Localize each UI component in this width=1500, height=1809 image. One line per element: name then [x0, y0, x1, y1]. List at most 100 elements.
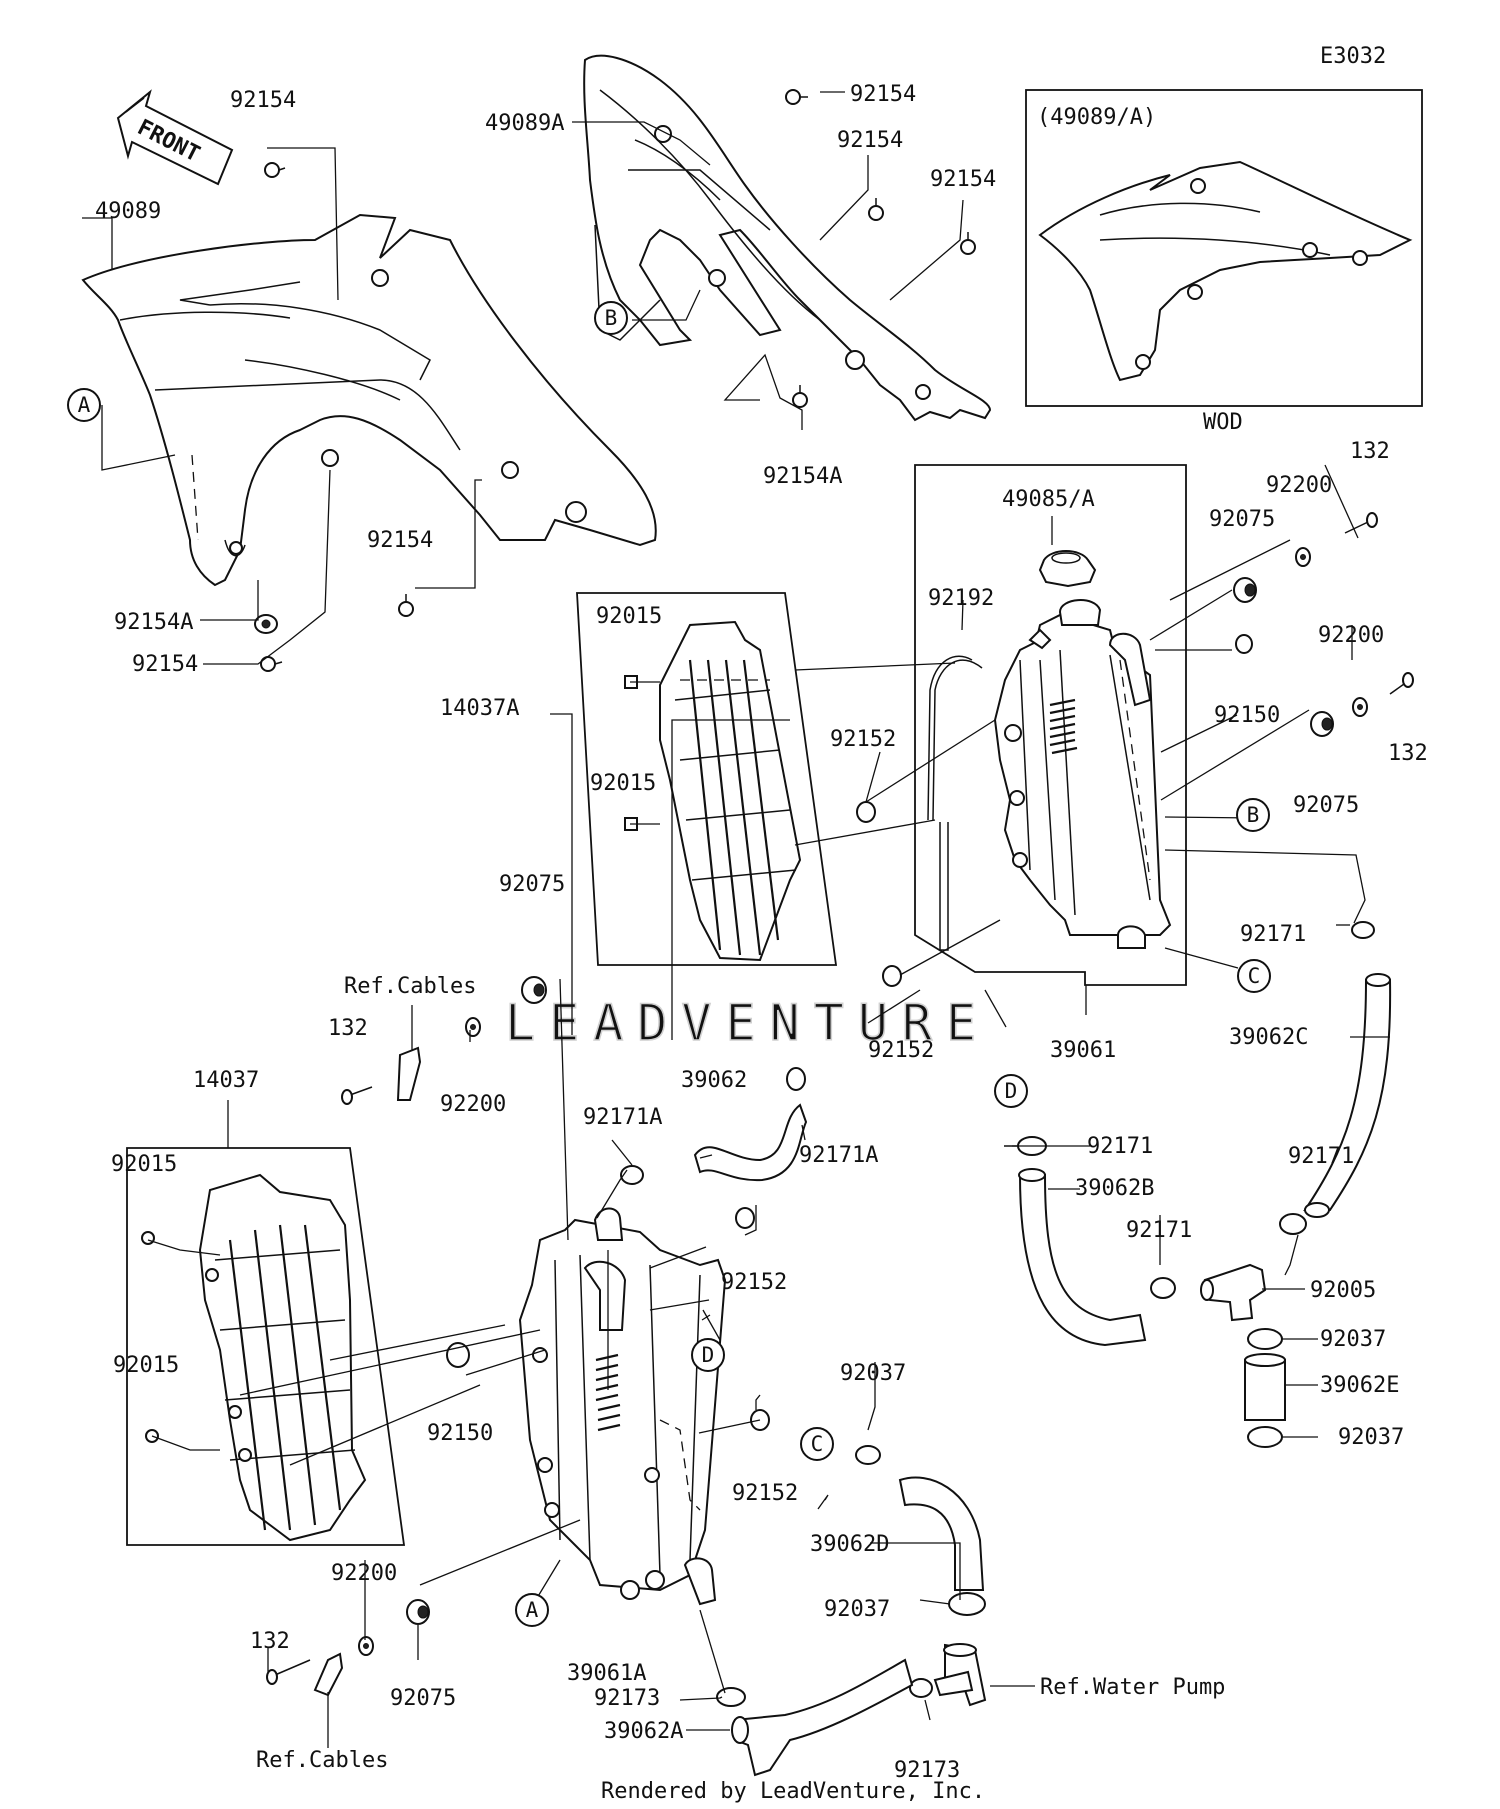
- label-39062: 39062: [681, 1068, 747, 1093]
- label-92154: 92154: [367, 528, 433, 553]
- label-92200: 92200: [1318, 623, 1384, 648]
- clamp-icon: [620, 1165, 644, 1185]
- label-92173: 92173: [894, 1758, 960, 1783]
- callout-a-bottom: A: [515, 1593, 549, 1627]
- svg-text:A: A: [526, 1598, 539, 1622]
- grommet-icon: [856, 801, 876, 823]
- hardware-items: [141, 89, 1414, 1707]
- clamp-icon: [1279, 1213, 1307, 1235]
- inset-note: WOD: [1203, 410, 1243, 435]
- label-92037: 92037: [1338, 1425, 1404, 1450]
- label-132: 132: [1350, 439, 1390, 464]
- label-92152: 92152: [721, 1270, 787, 1295]
- label-39062d: 39062D: [810, 1532, 889, 1557]
- radiator-cap: [1038, 550, 1097, 588]
- label-92171a: 92171A: [799, 1143, 878, 1168]
- grommet-icon: [735, 1207, 755, 1229]
- washer-icon: [1295, 547, 1311, 567]
- label-92150: 92150: [427, 1421, 493, 1446]
- radiator-right-vent-icon: [1049, 698, 1078, 755]
- clamp-icon: [1351, 921, 1375, 939]
- radiator-guard-right: [576, 592, 838, 966]
- front-arrow-icon: FRONT: [116, 89, 234, 186]
- callout-b-right: B: [1236, 798, 1270, 832]
- bolt-icon: [1389, 672, 1414, 695]
- collar-icon: [521, 976, 547, 1004]
- washer-icon: [358, 1636, 374, 1656]
- label-92171a: 92171A: [583, 1105, 662, 1130]
- clamp-icon: [716, 1687, 746, 1707]
- callout-b-top: B: [594, 301, 628, 335]
- radiator-left-vent-icon: [595, 1353, 621, 1432]
- label-92200: 92200: [1266, 473, 1332, 498]
- water-pump-joint: [933, 1643, 987, 1707]
- inset-box: (49089/A) WOD: [1025, 89, 1423, 435]
- label-92075: 92075: [1293, 793, 1359, 818]
- label-92154: 92154: [930, 167, 996, 192]
- label-ref-cables: Ref.Cables: [256, 1748, 388, 1773]
- label-49089: 49089: [95, 199, 161, 224]
- radiator-shroud-left: [81, 213, 657, 587]
- clamp-icon: [786, 1067, 806, 1091]
- svg-text:C: C: [1248, 964, 1261, 988]
- diagram-code: E3032: [1320, 44, 1386, 69]
- label-92015: 92015: [590, 771, 656, 796]
- label-92015: 92015: [111, 1152, 177, 1177]
- label-92152: 92152: [830, 727, 896, 752]
- label-132: 132: [328, 1016, 368, 1041]
- radiator-guard-left: [126, 1147, 406, 1546]
- label-92171: 92171: [1288, 1144, 1354, 1169]
- svg-text:B: B: [605, 306, 618, 330]
- label-39062b: 39062B: [1075, 1176, 1154, 1201]
- label-92154: 92154: [850, 82, 916, 107]
- bolt-icon: [785, 89, 808, 105]
- label-92152: 92152: [732, 1481, 798, 1506]
- svg-text:C: C: [811, 1432, 824, 1456]
- label-92200: 92200: [331, 1561, 397, 1586]
- grommet-icon: [882, 965, 902, 987]
- bolt-icon: [266, 1659, 311, 1685]
- inset-title: (49089/A): [1037, 105, 1156, 130]
- callout-d-left: D: [691, 1338, 725, 1372]
- washer-icon: [1352, 697, 1368, 717]
- label-92171: 92171: [1087, 1134, 1153, 1159]
- clamp-icon: [909, 1678, 933, 1698]
- label-14037: 14037: [193, 1068, 259, 1093]
- bolt-icon: [341, 1086, 373, 1105]
- clamp-icon: [1150, 1277, 1176, 1299]
- label-92037: 92037: [824, 1597, 890, 1622]
- svg-text:A: A: [78, 393, 91, 417]
- label-39062c: 39062C: [1229, 1025, 1308, 1050]
- washer-icon: [465, 1017, 481, 1037]
- collar-icon: [406, 1599, 430, 1625]
- label-92154: 92154: [837, 128, 903, 153]
- label-39061: 39061: [1050, 1038, 1116, 1063]
- grommet-icon: [254, 614, 278, 634]
- bolt-icon: [398, 594, 414, 617]
- clamp-icon: [1247, 1328, 1283, 1350]
- label-92075: 92075: [499, 872, 565, 897]
- label-49085a: 49085/A: [1002, 487, 1095, 512]
- label-92015: 92015: [113, 1353, 179, 1378]
- label-92150: 92150: [1214, 703, 1280, 728]
- radiator-right: [993, 599, 1172, 949]
- svg-text:D: D: [702, 1343, 715, 1367]
- grommet-icon: [1235, 634, 1253, 654]
- label-92171: 92171: [1240, 922, 1306, 947]
- label-132: 132: [1388, 741, 1428, 766]
- label-39062a: 39062A: [604, 1719, 683, 1744]
- clamp-icon: [948, 1592, 986, 1616]
- callout-d-right: D: [994, 1074, 1028, 1108]
- bolt-icon: [1344, 512, 1378, 534]
- label-92005: 92005: [1310, 1278, 1376, 1303]
- label-92173: 92173: [594, 1686, 660, 1711]
- label-14037a: 14037A: [440, 696, 519, 721]
- bolt-icon: [141, 1231, 155, 1245]
- bolt-icon: [868, 198, 884, 221]
- collar-icon: [1310, 711, 1334, 737]
- svg-text:B: B: [1247, 803, 1260, 827]
- clamp-icon: [855, 1445, 881, 1465]
- svg-text:D: D: [1005, 1079, 1018, 1103]
- label-92154: 92154: [230, 88, 296, 113]
